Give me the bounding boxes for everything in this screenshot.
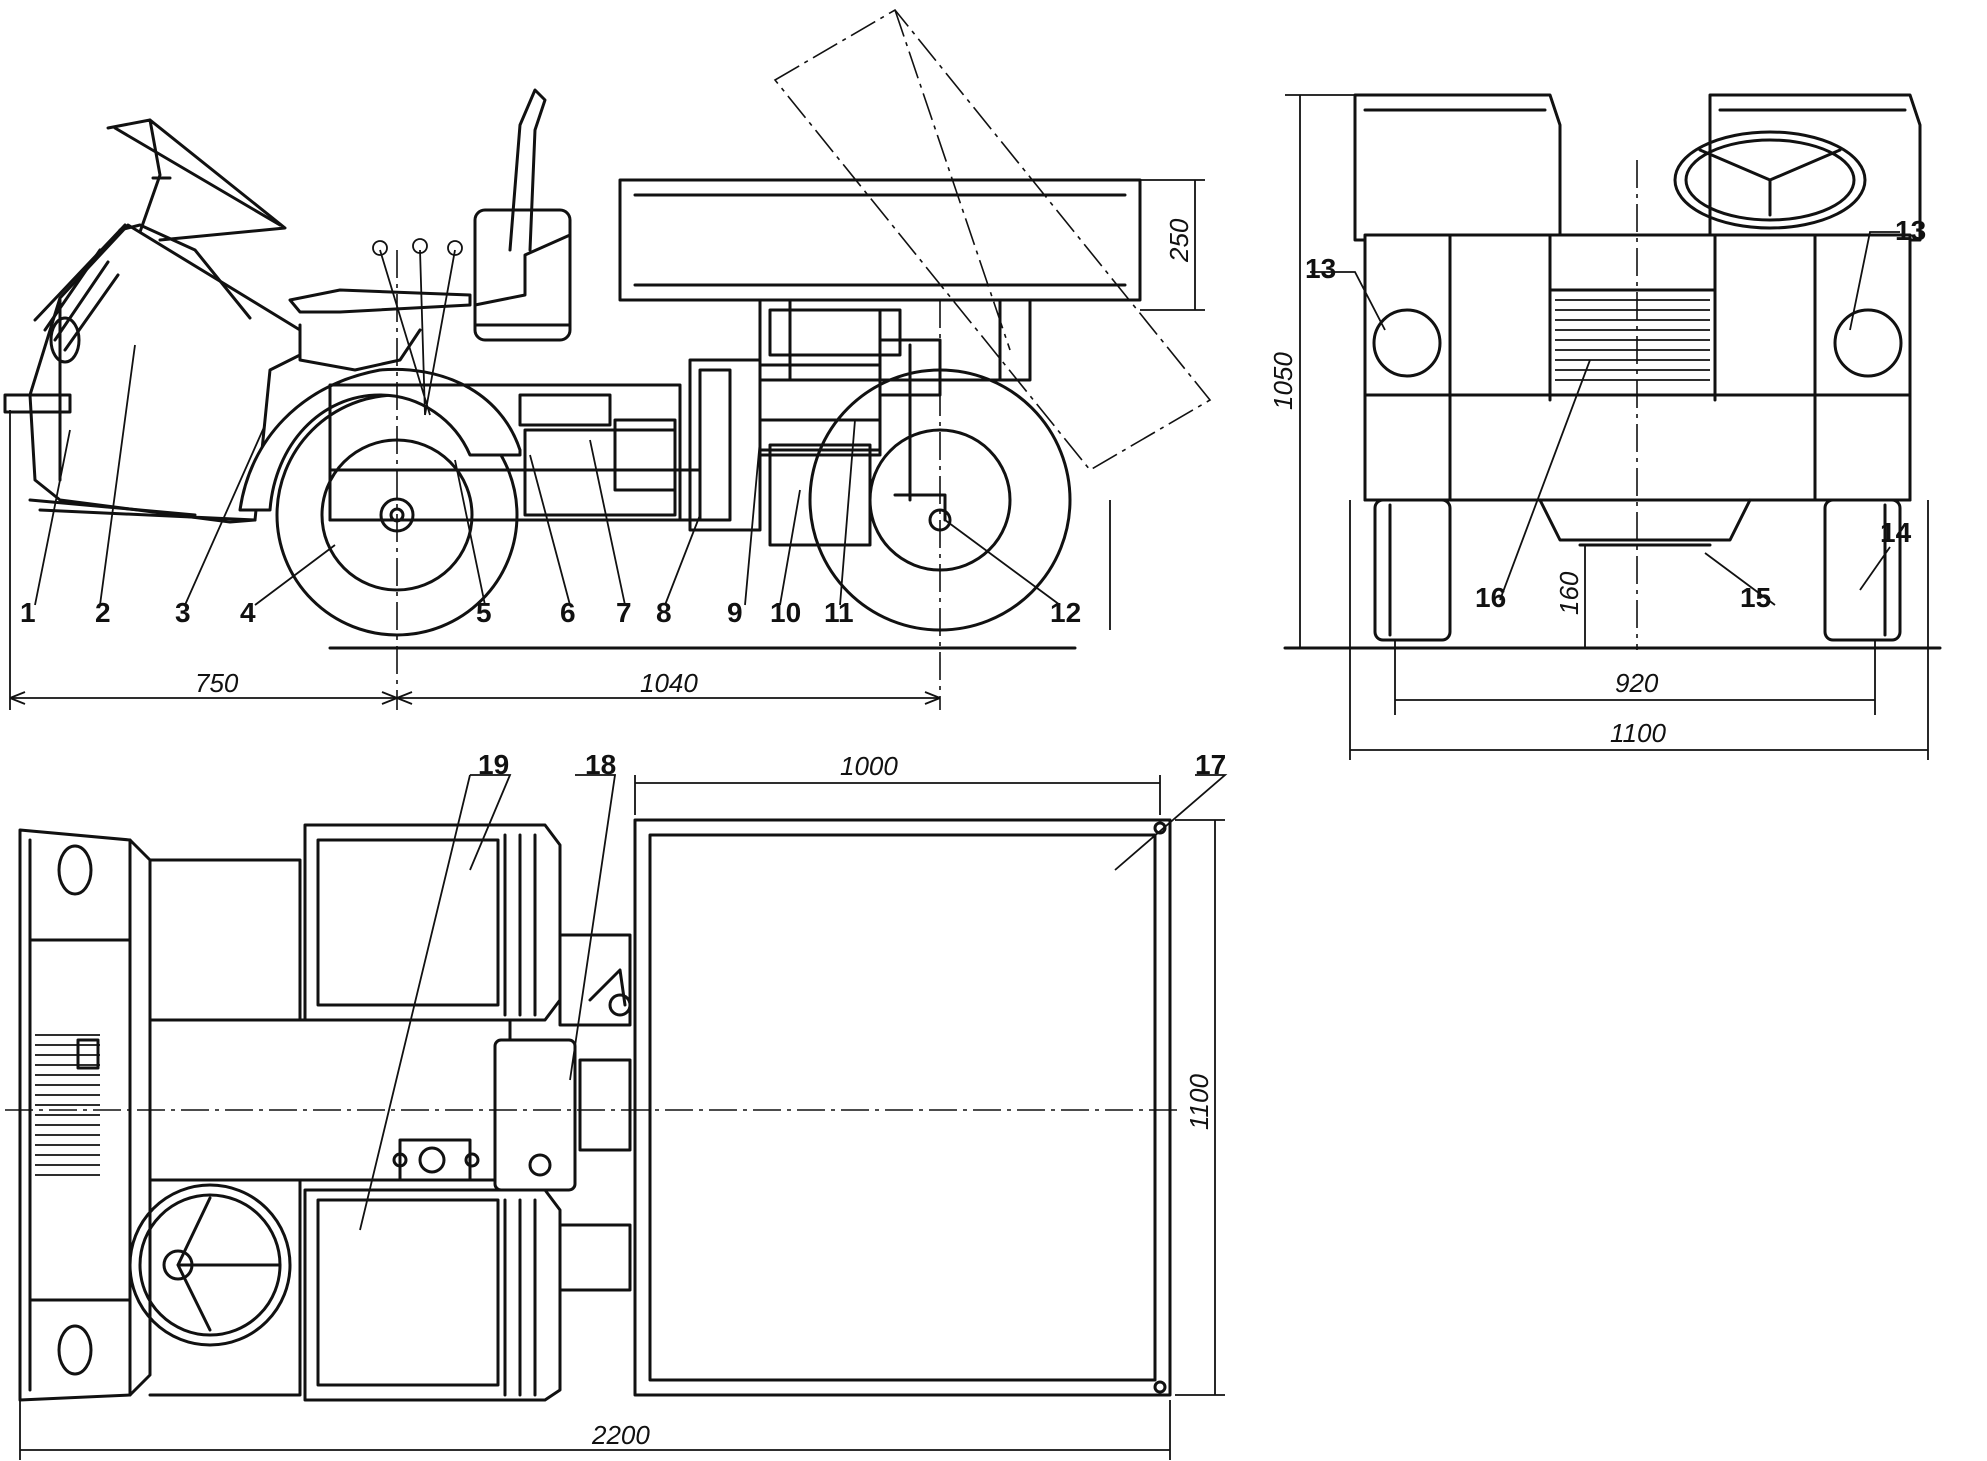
- dim-2200: 2200: [591, 1420, 650, 1450]
- callout-4: 4: [240, 597, 256, 628]
- dim-250: 250: [1164, 218, 1194, 263]
- dim-920: 920: [1615, 668, 1659, 698]
- callout-17: 17: [1195, 749, 1226, 780]
- callout-labels: 1 2 3 4 5 6 7 8 9 10 11 12 13 13 14 15 1…: [20, 215, 1926, 780]
- dim-1040: 1040: [640, 668, 698, 698]
- callout-11: 11: [824, 597, 854, 628]
- callout-13-right: 13: [1895, 215, 1926, 246]
- front-body: [1363, 233, 1912, 502]
- callout-15: 15: [1740, 582, 1771, 613]
- top-view: [5, 774, 1228, 1460]
- callout-1: 1: [20, 597, 36, 628]
- callout-6: 6: [560, 597, 576, 628]
- side-view: [3, 8, 1212, 710]
- front-view: [1283, 93, 1942, 760]
- callout-9: 9: [727, 597, 743, 628]
- cargo-bed: [618, 178, 1142, 302]
- callout-14: 14: [1880, 517, 1912, 548]
- dim-1000: 1000: [840, 751, 898, 781]
- callout-2: 2: [95, 597, 111, 628]
- dimension-labels: 750 1040 250 1050 160 920 1100 1000 1100…: [195, 218, 1666, 1450]
- callout-7: 7: [616, 597, 632, 628]
- dim-1050: 1050: [1268, 352, 1298, 410]
- callout-3: 3: [175, 597, 191, 628]
- callout-10: 10: [770, 597, 801, 628]
- callout-5: 5: [476, 597, 492, 628]
- callout-8: 8: [656, 597, 672, 628]
- callout-19: 19: [478, 749, 509, 780]
- callout-18: 18: [585, 749, 616, 780]
- callout-13-left: 13: [1305, 253, 1336, 284]
- dim-1100-top: 1100: [1184, 1074, 1214, 1130]
- dim-1100-front: 1100: [1610, 718, 1666, 748]
- dim-160: 160: [1554, 571, 1584, 615]
- dim-750: 750: [195, 668, 239, 698]
- callout-12: 12: [1050, 597, 1081, 628]
- callout-16: 16: [1475, 582, 1506, 613]
- bed-top: [633, 818, 1172, 1397]
